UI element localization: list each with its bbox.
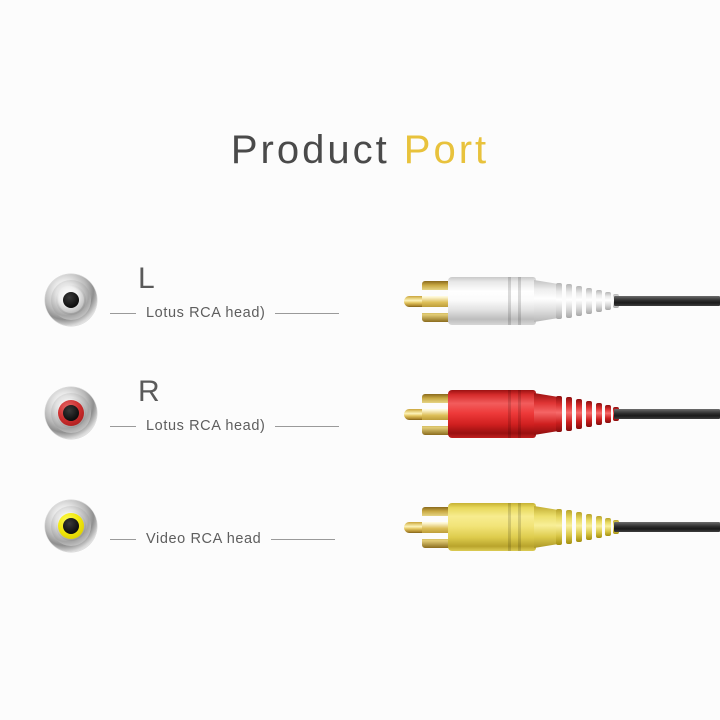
caption-line-left: Lotus RCA head)	[110, 302, 370, 324]
plug-barrel	[448, 390, 536, 438]
black-cable	[614, 296, 720, 306]
relief-rib	[556, 509, 562, 545]
leader-dash-left	[110, 312, 136, 314]
plug-barrel	[448, 277, 536, 325]
relief-rib	[605, 518, 611, 536]
yellow-rca-plug	[400, 494, 720, 560]
plug-shoulder	[534, 393, 560, 435]
relief-rib	[596, 290, 602, 312]
jack-center-hole	[63, 292, 79, 308]
port-label-right: R Lotus RCA head)	[110, 373, 370, 453]
caption-text-right: Lotus RCA head)	[146, 418, 266, 434]
title-main-text: Product	[230, 128, 404, 172]
plug-shoulder	[534, 280, 560, 322]
relief-rib	[576, 399, 582, 429]
caption-line-video: Video RCA head	[110, 528, 370, 550]
page-title: Product Port	[0, 128, 720, 173]
leader-dash-left	[110, 538, 136, 540]
caption-text-left: Lotus RCA head)	[146, 305, 266, 321]
collar-slot-top	[422, 290, 462, 296]
barrel-groove	[518, 277, 521, 325]
plug-shoulder	[534, 506, 560, 548]
plug-barrel	[448, 503, 536, 551]
barrel-groove	[518, 503, 521, 551]
yellow-video-jack	[45, 500, 97, 552]
port-row-right-audio: R Lotus RCA head)	[0, 363, 720, 483]
relief-rib	[586, 288, 592, 314]
collar-slot-bottom	[422, 307, 462, 313]
leader-dash-right	[275, 312, 340, 314]
jack-center-hole	[63, 518, 79, 534]
relief-rib	[566, 397, 572, 431]
relief-rib	[605, 405, 611, 423]
collar-slot-bottom	[422, 420, 462, 426]
collar-slot-bottom	[422, 533, 462, 539]
relief-rib	[576, 286, 582, 316]
leader-dash-right	[271, 538, 336, 540]
port-label-video: Video RCA head	[110, 486, 370, 566]
relief-rib	[596, 516, 602, 538]
channel-letter-left: L	[138, 262, 156, 295]
white-rca-plug	[400, 268, 720, 334]
barrel-groove	[508, 277, 511, 325]
relief-rib	[576, 512, 582, 542]
relief-rib	[586, 514, 592, 540]
port-row-left-audio: L Lotus RCA head)	[0, 250, 720, 370]
red-audio-jack	[45, 387, 97, 439]
black-cable	[614, 522, 720, 532]
channel-letter-right: R	[138, 375, 161, 408]
leader-dash-left	[110, 425, 136, 427]
relief-rib	[556, 396, 562, 432]
plug-strain-relief	[556, 283, 622, 319]
relief-rib	[586, 401, 592, 427]
plug-strain-relief	[556, 509, 622, 545]
relief-rib	[566, 284, 572, 318]
black-cable	[614, 409, 720, 419]
barrel-groove	[518, 390, 521, 438]
caption-text-video: Video RCA head	[146, 531, 262, 547]
collar-slot-top	[422, 403, 462, 409]
relief-rib	[556, 283, 562, 319]
collar-slot-top	[422, 516, 462, 522]
port-label-left: L Lotus RCA head)	[110, 260, 370, 340]
barrel-groove	[508, 503, 511, 551]
barrel-groove	[508, 390, 511, 438]
relief-rib	[596, 403, 602, 425]
caption-line-right: Lotus RCA head)	[110, 415, 370, 437]
plug-strain-relief	[556, 396, 622, 432]
white-audio-jack	[45, 274, 97, 326]
jack-center-hole	[63, 405, 79, 421]
red-rca-plug	[400, 381, 720, 447]
relief-rib	[605, 292, 611, 310]
port-row-video: Video RCA head	[0, 476, 720, 596]
leader-dash-right	[275, 425, 340, 427]
title-accent-text: Port	[403, 128, 490, 172]
relief-rib	[566, 510, 572, 544]
